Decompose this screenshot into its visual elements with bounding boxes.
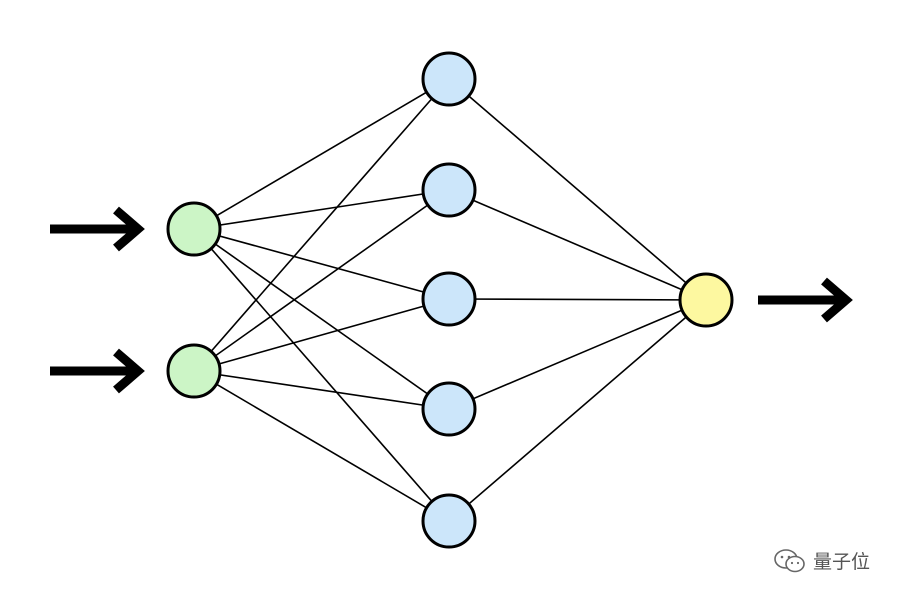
edge-input-2-to-hidden-5 <box>193 370 450 522</box>
neurons <box>166 51 734 549</box>
edge-input-1-to-hidden-4 <box>193 228 450 410</box>
input-node-2 <box>166 343 222 399</box>
edge-input-2-to-hidden-3 <box>193 298 450 372</box>
hidden-node-5 <box>421 493 477 549</box>
watermark: 量子位 <box>773 547 870 574</box>
edge-hidden-4-to-output-1 <box>448 299 707 410</box>
hidden-node-4 <box>421 381 477 437</box>
hidden-node-3 <box>421 271 477 327</box>
connections <box>193 78 707 522</box>
input-arrow-2 <box>50 348 145 394</box>
hidden-node-1 <box>421 51 477 107</box>
output-node-1 <box>678 272 734 328</box>
edge-input-1-to-hidden-3 <box>193 228 450 300</box>
input-arrow-1 <box>50 206 145 252</box>
io-arrows <box>50 206 853 394</box>
edge-hidden-5-to-output-1 <box>448 299 707 522</box>
edge-hidden-2-to-output-1 <box>448 189 707 301</box>
edge-input-2-to-hidden-1 <box>193 78 450 372</box>
input-node-1 <box>166 201 222 257</box>
edge-input-2-to-hidden-2 <box>193 189 450 372</box>
edge-hidden-1-to-output-1 <box>448 78 707 301</box>
hidden-node-2 <box>421 162 477 218</box>
watermark-text: 量子位 <box>812 551 870 573</box>
wechat-icon <box>774 548 805 572</box>
output-arrow-1 <box>758 277 853 323</box>
edge-hidden-3-to-output-1 <box>448 298 707 301</box>
edge-input-1-to-hidden-2 <box>193 189 450 230</box>
edge-input-1-to-hidden-5 <box>193 228 450 522</box>
edge-input-1-to-hidden-1 <box>193 78 450 230</box>
edge-input-2-to-hidden-4 <box>193 370 450 410</box>
